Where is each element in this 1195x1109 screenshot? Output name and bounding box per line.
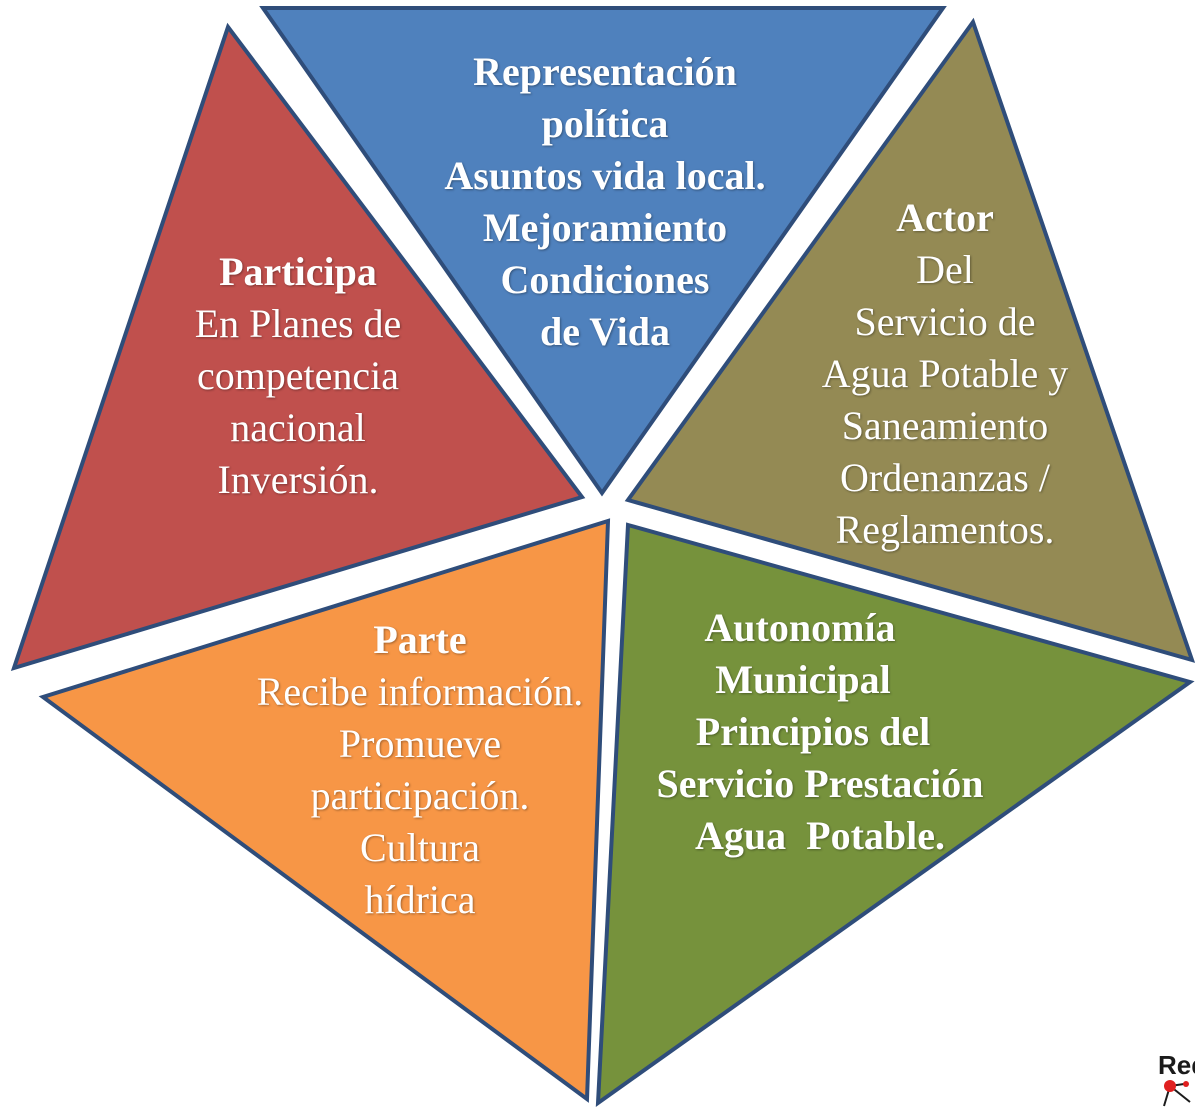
segment-left-text: Participa En Planes de competencia nacio…: [158, 246, 438, 506]
wedge-top: [259, 6, 947, 497]
segment-top-text: Representación política Asuntos vida loc…: [395, 46, 815, 358]
segment-left-line: Inversión.: [217, 457, 379, 502]
segment-left-title: Participa: [219, 249, 377, 294]
wedge-bottom-right: [595, 522, 1195, 1108]
segment-right-line: Agua Potable y: [821, 351, 1069, 396]
segment-right-title: Actor: [896, 195, 994, 240]
segment-top-line: de Vida: [539, 309, 671, 354]
segment-bottom-right-line: Principios del: [695, 709, 931, 754]
segment-bottom-right-line: Agua Potable.: [695, 813, 945, 858]
segment-right-line: Ordenanzas /: [840, 455, 1050, 500]
segment-bottom-left-line: Recibe información.: [256, 669, 584, 714]
segment-top-line: Condiciones: [500, 257, 710, 302]
segment-right-line: Del: [916, 247, 974, 292]
segment-bottom-right-line: Municipal: [715, 657, 891, 702]
wedge-right: [624, 17, 1195, 663]
segment-bottom-left-text: Parte Recibe información. Promueve parti…: [240, 614, 600, 926]
segment-bottom-left-line: Cultura: [360, 825, 480, 870]
segment-bottom-left-title: Parte: [373, 617, 467, 662]
segment-left-line: nacional: [230, 405, 366, 450]
segment-bottom-right-text: Autonomía Municipal Principios del Servi…: [630, 602, 1010, 862]
segment-top-line: Mejoramiento: [482, 205, 728, 250]
segment-top-line: Representación: [473, 49, 737, 94]
segment-bottom-left-line: Promueve: [338, 721, 502, 766]
segment-bottom-left-line: hídrica: [364, 877, 476, 922]
segment-top-line: política: [541, 101, 669, 146]
segment-bottom-right-line: Autonomía: [704, 605, 896, 650]
segment-right-line: Reglamentos.: [835, 507, 1055, 552]
segment-left-line: competencia: [196, 353, 400, 398]
network-nodes-icon: [1163, 1080, 1191, 1107]
segment-top-line: Asuntos vida local.: [444, 153, 766, 198]
logo-text: Red: [1158, 1050, 1195, 1080]
segment-left-line: En Planes de: [194, 301, 402, 346]
segment-right-text: Actor Del Servicio de Agua Potable y San…: [800, 192, 1090, 556]
wedge-left: [10, 22, 586, 672]
segment-bottom-right-line: Servicio Prestación: [656, 761, 984, 806]
segment-bottom-left-line: participación.: [310, 773, 530, 818]
wedge-bottom-left: [38, 518, 611, 1103]
segment-right-line: Saneamiento: [841, 403, 1049, 448]
segment-right-line: Servicio de: [854, 299, 1036, 344]
logo: Red: [1150, 1050, 1195, 1109]
